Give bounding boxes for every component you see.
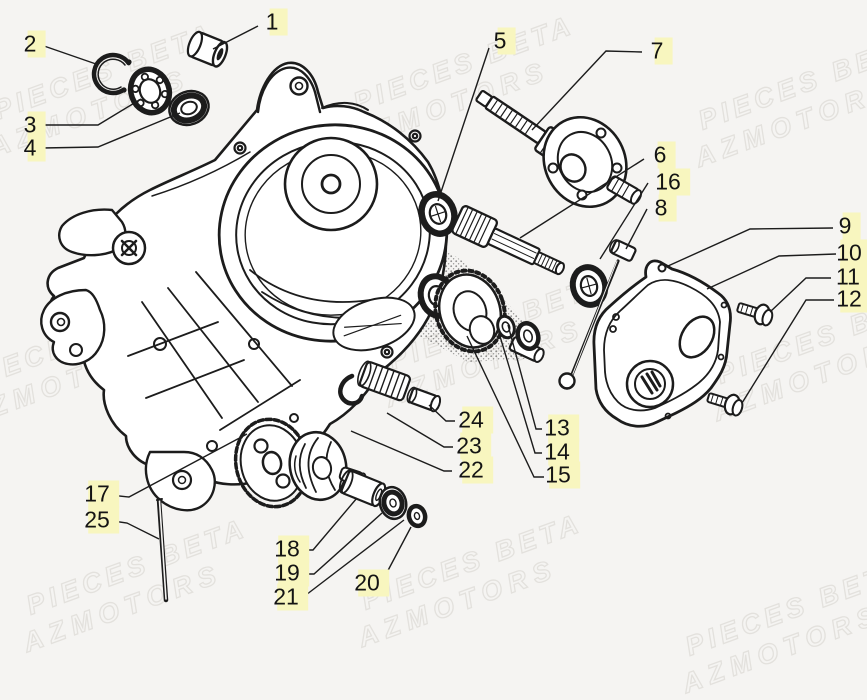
callout-number: 18 [274, 535, 300, 562]
callout-5[interactable]: 5 [493, 27, 516, 55]
part-output-shaft-7 [475, 89, 643, 209]
leader-line-5 [437, 47, 490, 202]
callout-8[interactable]: 8 [654, 194, 677, 222]
callout-1[interactable]: 1 [265, 8, 288, 36]
callout-number: 10 [836, 239, 862, 266]
leader-lines-layer [41, 25, 837, 599]
callout-number: 23 [456, 432, 482, 459]
callout-number: 8 [654, 194, 668, 221]
leader-line-21 [301, 519, 405, 599]
part-screw-12 [706, 392, 744, 417]
diagram-drawing [40, 30, 774, 603]
part-cover-9-10 [592, 259, 732, 428]
part-bearing-5 [418, 191, 458, 237]
callout-3[interactable]: 3 [23, 111, 46, 139]
callout-14[interactable]: 14 [544, 438, 579, 466]
callout-number: 22 [458, 456, 484, 483]
callout-number: 11 [836, 263, 860, 290]
leader-line-2 [43, 45, 97, 65]
part-bearing-16 [569, 264, 609, 308]
callout-9[interactable]: 9 [838, 212, 861, 240]
callout-6[interactable]: 6 [653, 141, 676, 169]
callout-17[interactable]: 17 [84, 480, 119, 508]
callout-22[interactable]: 22 [458, 456, 493, 484]
leader-line-6 [519, 158, 645, 239]
leader-line-4 [41, 112, 181, 149]
leader-line-10 [706, 253, 837, 290]
callout-2[interactable]: 2 [23, 30, 46, 58]
callout-number: 2 [23, 30, 37, 57]
callout-19[interactable]: 19 [274, 559, 309, 587]
callout-number: 6 [653, 141, 667, 168]
leader-line-11 [769, 277, 831, 313]
leader-line-9 [667, 227, 834, 267]
callout-number: 24 [458, 406, 484, 433]
part-pump-shaft-22-23-24 [338, 360, 442, 413]
callout-number: 12 [836, 285, 862, 312]
callout-number: 13 [544, 414, 570, 441]
callout-number: 5 [493, 27, 507, 54]
callout-number: 4 [23, 134, 37, 161]
part-seal-4 [168, 89, 210, 127]
callout-number: 16 [655, 168, 681, 195]
part-gear-shaft-6 [451, 205, 565, 276]
leader-line-12 [741, 299, 834, 404]
callout-7[interactable]: 7 [650, 37, 673, 65]
part-circlip-2 [91, 52, 132, 96]
part-gear-cluster-13-14-15 [417, 268, 545, 363]
leader-line-15 [466, 335, 544, 478]
leader-line-1 [212, 25, 259, 50]
callout-number: 9 [838, 212, 852, 239]
callout-number: 14 [544, 438, 570, 465]
callout-number: 15 [545, 461, 571, 488]
part-bushing-18 [338, 469, 387, 508]
part-seal-19 [378, 485, 408, 521]
part-bearing-3 [127, 66, 173, 116]
callout-number: 20 [354, 569, 380, 596]
callout-number: 3 [23, 111, 37, 138]
leader-line-22 [350, 430, 452, 472]
callout-23[interactable]: 23 [456, 432, 491, 460]
callout-21[interactable]: 21 [273, 583, 308, 611]
callout-10[interactable]: 10 [836, 239, 867, 267]
leader-line-3 [42, 98, 142, 126]
callout-13[interactable]: 13 [544, 414, 579, 442]
leader-line-7 [531, 50, 643, 131]
callout-16[interactable]: 16 [655, 168, 690, 196]
leader-line-16 [599, 182, 649, 260]
callout-20[interactable]: 20 [354, 569, 389, 597]
callout-number: 7 [650, 37, 664, 64]
part-seal-20 [406, 503, 428, 529]
callout-number: 1 [265, 8, 279, 35]
leader-line-13 [507, 324, 542, 430]
part-pushrod-8 [558, 239, 637, 390]
part-rod-25 [156, 497, 169, 603]
callout-number: 19 [274, 559, 300, 586]
callout-number: 21 [273, 583, 299, 610]
callout-4[interactable]: 4 [23, 134, 46, 162]
leader-line-14 [498, 332, 542, 454]
callout-number: 17 [84, 480, 110, 507]
leader-line-24 [428, 404, 455, 422]
callout-18[interactable]: 18 [274, 535, 309, 563]
callout-12[interactable]: 12 [836, 285, 867, 313]
parts-diagram-page: { "page": { "width": 867, "height": 617,… [0, 8, 867, 700]
callout-24[interactable]: 24 [458, 406, 493, 434]
callout-25[interactable]: 25 [84, 506, 119, 534]
callout-number: 25 [84, 506, 110, 533]
leader-line-8 [625, 208, 648, 250]
part-sprocket-17 [233, 417, 311, 509]
part-screw-11 [736, 302, 774, 327]
leader-line-23 [386, 412, 453, 448]
callout-15[interactable]: 15 [545, 461, 580, 489]
